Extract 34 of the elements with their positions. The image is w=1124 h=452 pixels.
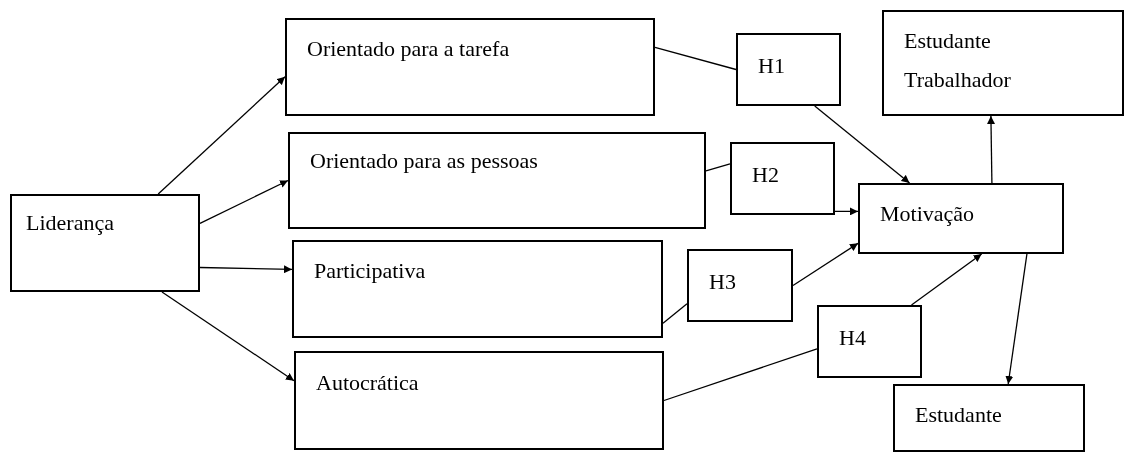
text-box (736, 33, 841, 106)
box-label: Orientado para as pessoas (310, 148, 539, 175)
arrow (814, 105, 911, 184)
box-label: Participativa (314, 258, 427, 285)
box-label: Liderança (26, 210, 115, 237)
text-box (285, 18, 655, 116)
box-label: Orientado para a tarefa (307, 36, 511, 63)
box-label: Autocrática (316, 370, 420, 397)
box-label: Motivação (880, 201, 976, 228)
box-label: Estudante Trabalhador (904, 27, 1012, 94)
text-box (292, 240, 663, 338)
arrow (1005, 253, 1028, 385)
box-label: H4 (839, 325, 867, 352)
text-box (817, 305, 922, 378)
arrow (161, 291, 295, 382)
box-label: H1 (758, 53, 786, 80)
text-box (893, 384, 1085, 452)
text-box (687, 249, 793, 322)
text-box (858, 183, 1064, 254)
arrow (987, 115, 995, 184)
arrow (792, 242, 859, 287)
box-label: H2 (752, 162, 780, 189)
arrow (199, 179, 289, 225)
arrow (199, 265, 293, 274)
arrow (834, 207, 859, 216)
text-box (288, 132, 706, 229)
arrow (910, 253, 983, 306)
text-box (730, 142, 835, 215)
text-box (294, 351, 664, 450)
box-label: H3 (709, 269, 737, 296)
text-box (882, 10, 1124, 116)
arrow (157, 76, 286, 195)
text-box (10, 194, 200, 292)
box-label: Estudante (915, 402, 1003, 429)
